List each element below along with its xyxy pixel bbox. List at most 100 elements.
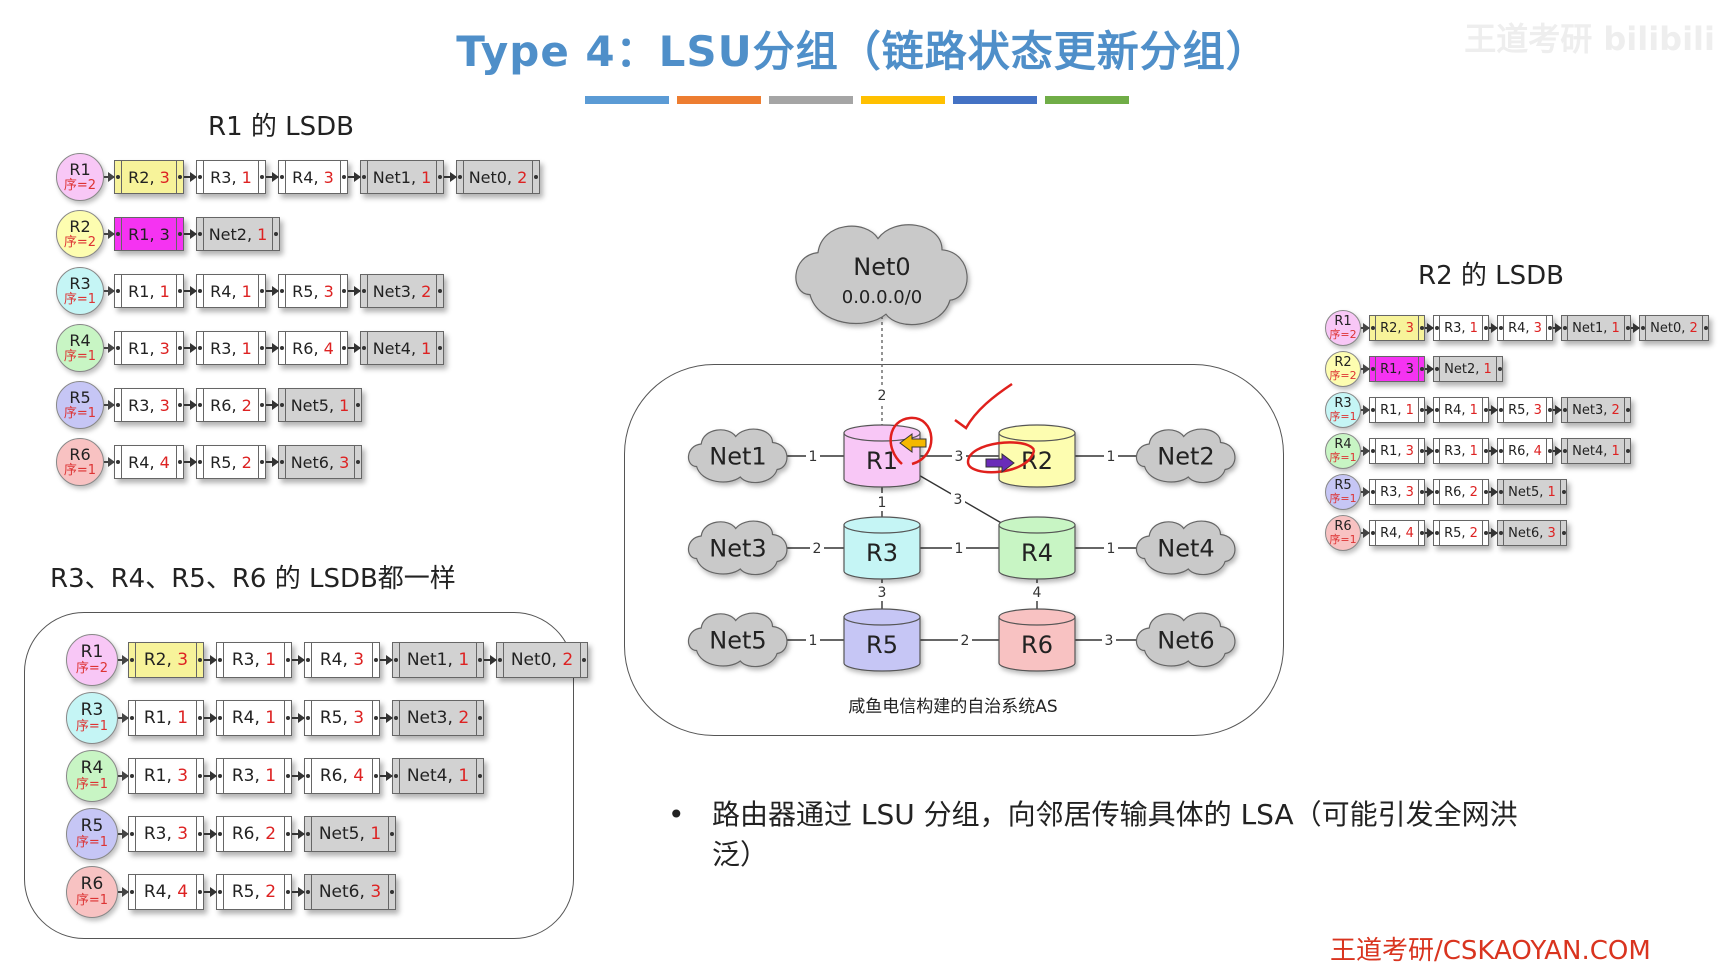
entry-header — [1562, 398, 1568, 422]
entry-label: R1, 1 — [136, 708, 196, 728]
entry-label: Net1, 1 — [1568, 321, 1624, 336]
entry-header — [279, 275, 286, 307]
link-arrow — [1361, 405, 1370, 415]
entry-label: R3, 3 — [136, 824, 196, 844]
entry-next-pointer — [476, 643, 483, 677]
router-badge-seq: 序=1 — [1329, 410, 1357, 424]
link-arrow — [118, 887, 129, 897]
entry-next-pointer — [258, 161, 265, 193]
entry-link-text: Net2, — [1444, 361, 1484, 377]
entry-next-pointer — [1418, 398, 1424, 422]
link-arrow — [266, 172, 279, 182]
entry-link-text: R2, — [128, 167, 160, 187]
entry-label: Net4, 1 — [1568, 444, 1624, 459]
entry-label: R3, 3 — [1376, 485, 1418, 500]
router-badge-name: R6 — [1334, 519, 1352, 535]
entry-next-pointer — [272, 218, 279, 250]
entry-next-pointer — [1624, 439, 1630, 463]
entry-link-text: Net1, — [406, 650, 459, 670]
entry-next-pointer — [258, 332, 265, 364]
entry-next-pointer — [372, 759, 379, 793]
entry-link-text: Net6, — [1508, 525, 1548, 541]
entry-next-pointer — [340, 275, 347, 307]
r2-lsdb-heading: R2 的 LSDB — [1418, 261, 1564, 291]
color-bar — [677, 96, 761, 104]
entry-cost: 3 — [353, 708, 365, 728]
router-badge-seq: 序=1 — [1329, 492, 1357, 506]
lsdb-entry: Net0, 2 — [456, 160, 540, 194]
color-bar — [585, 96, 669, 104]
entry-next-pointer — [258, 275, 265, 307]
entry-label: Net0, 2 — [1646, 321, 1702, 336]
entry-link-text: R3, — [1380, 484, 1406, 500]
link-arrow — [1553, 446, 1562, 456]
entry-cost: 4 — [353, 766, 365, 786]
cloud-net2-label: Net2 — [1157, 442, 1214, 470]
cost-r3-r4: 1 — [955, 541, 964, 557]
entry-link-text: R6, — [210, 395, 242, 415]
entry-label: R3, 3 — [122, 396, 176, 415]
router-badge-seq: 序=1 — [63, 348, 97, 364]
entry-label: Net1, 1 — [400, 650, 476, 670]
lsdb-entry: R6, 2 — [216, 816, 292, 852]
entry-next-pointer — [372, 643, 379, 677]
arrow-right-icon — [985, 453, 1015, 473]
link-arrow — [1489, 446, 1498, 456]
link-arrow — [104, 172, 115, 182]
entry-next-pointer — [1482, 521, 1488, 545]
entry-label: R4, 3 — [312, 650, 372, 670]
entry-cost: 1 — [265, 766, 277, 786]
entry-next-pointer — [1546, 398, 1552, 422]
entry-header — [197, 275, 204, 307]
entry-cost: 2 — [1469, 525, 1478, 541]
entry-next-pointer — [176, 161, 183, 193]
entry-next-pointer — [1546, 316, 1552, 340]
lsdb-entry: R5, 3 — [278, 274, 348, 308]
entry-link-text: R1, — [128, 338, 160, 358]
cloud-net6: Net6 — [1135, 612, 1236, 668]
entry-link-text: Net5, — [290, 395, 340, 415]
lsdb-entry: R4, 3 — [1497, 315, 1553, 341]
router-label: R2 — [1021, 447, 1053, 475]
entry-link-text: R1, 3 — [128, 224, 170, 244]
entry-header — [1498, 480, 1504, 504]
entry-next-pointer — [1496, 357, 1502, 381]
cloud-net3: Net3 — [687, 520, 788, 576]
cloud-net5-label: Net5 — [709, 626, 766, 654]
entry-label: R6, 2 — [204, 396, 258, 415]
entry-link-text: Net4, — [372, 338, 422, 358]
entry-header — [361, 275, 368, 307]
lsdb-entry: Net1, 1 — [392, 642, 484, 678]
link-arrow — [1361, 446, 1370, 456]
net0-name: Net0 — [853, 253, 910, 281]
entry-cost: 3 — [1405, 443, 1414, 459]
entry-header — [1370, 480, 1376, 504]
lsdb-entry: R4, 4 — [114, 445, 184, 479]
lsdb-entry: Net1, 1 — [1561, 315, 1631, 341]
link-arrow — [184, 343, 197, 353]
entry-next-pointer — [436, 161, 443, 193]
entry-label: Net4, 1 — [368, 339, 436, 358]
entry-header — [1562, 316, 1568, 340]
entry-header — [217, 875, 224, 909]
entry-cost: 1 — [265, 708, 277, 728]
entry-header — [129, 875, 136, 909]
entry-link-text: R6, — [1444, 484, 1470, 500]
entry-cost: 2 — [458, 708, 470, 728]
entry-cost: 1 — [339, 395, 350, 415]
cloud-icon — [1135, 612, 1236, 668]
entry-cost: 1 — [421, 167, 432, 187]
entry-label: R1, 3 — [122, 225, 176, 244]
router-badge-seq: 序=1 — [63, 462, 97, 478]
link-arrow — [104, 229, 115, 239]
entry-label: R3, 1 — [204, 339, 258, 358]
entry-cost: 1 — [1611, 443, 1620, 459]
link-arrow — [484, 655, 497, 665]
router-cylinder-top — [998, 516, 1076, 534]
entry-header — [129, 817, 136, 851]
